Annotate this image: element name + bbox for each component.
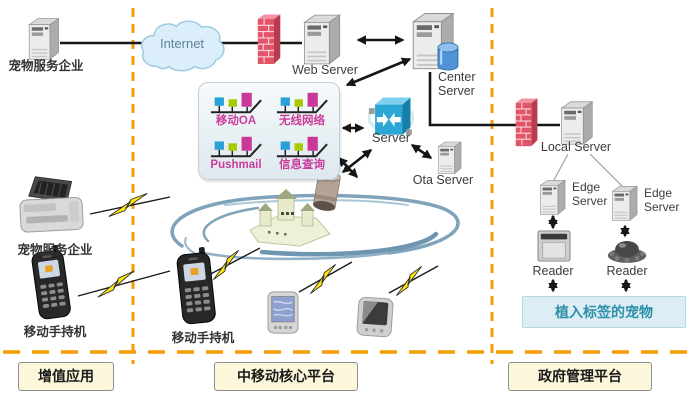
edge-server-left-label: Edge Server [572,180,608,208]
service-label: 移动OA [215,115,257,128]
reader-left-label: Reader [532,264,574,278]
handheld-middle-icon [175,245,217,325]
services-grid: 移动OA 无线网络 Pushmail [203,87,335,175]
antenna-tower-icon [312,170,341,211]
double-arrows [338,35,631,293]
pet-company-top-label: 宠物服务企业 [8,59,84,73]
mobile-network-cloud [170,170,460,261]
reader-right-label: Reader [606,264,648,278]
zone-left-label: 增值应用 [18,362,114,391]
internet-label: Internet [159,36,205,51]
zone-right-label: 政府管理平台 [508,362,652,391]
edge-server-right-label: Edge Server [644,186,680,214]
web-server-icon [303,14,341,65]
pos-terminal-icon [17,173,84,233]
lan-icon [210,93,262,114]
lightning-bolts [97,193,422,298]
ota-server-icon [437,141,462,174]
zone-middle-label: 中移动核心平台 [214,362,358,391]
service-label: 信息查询 [279,159,325,172]
lan-icon [276,93,328,114]
handheld-middle-label: 移动手持机 [171,331,235,345]
service-info-query: 信息查询 [269,131,335,175]
local-edge-links [553,153,625,189]
local-server-label: Local Server [540,140,612,154]
reader-left-icon [537,230,571,262]
mobile-services-box: 移动OA 无线网络 Pushmail [198,82,340,180]
tagged-pets-box: 植入标签的宠物 [522,296,686,328]
center-server-database-icon [437,42,459,71]
service-label: 无线网络 [279,115,325,128]
pda-right-icon [356,296,394,338]
lan-icon [210,137,262,158]
web-server-label: Web Server [292,63,358,77]
arrow-server-basestation [341,148,373,174]
handheld-left-label: 移动手持机 [23,325,87,339]
service-wireless-network: 无线网络 [269,87,335,131]
reader-right-icon [607,240,647,263]
edge-server-left-icon [539,179,566,215]
pda-left-icon [267,291,299,334]
local-server-icon [561,101,593,145]
wireless-links [77,196,439,297]
core-server-label: Server [371,130,411,145]
castle-illustration [249,189,331,247]
lan-icon [276,137,328,158]
service-label: Pushmail [210,159,262,172]
pet-company-bottom-label: 宠物服务企业 [17,243,93,257]
arrow-servicesbox-centerserver [345,57,412,87]
zone-dividers [3,8,697,364]
arrow-server-otaserver [410,143,433,160]
ota-server-label: Ota Server [412,173,474,187]
center-server-label: Center Server [438,70,476,99]
firewall-top-icon [257,13,281,65]
service-pushmail: Pushmail [203,131,269,175]
service-mobile-oa: 移动OA [203,87,269,131]
pet-company-top-server-icon [28,18,59,60]
